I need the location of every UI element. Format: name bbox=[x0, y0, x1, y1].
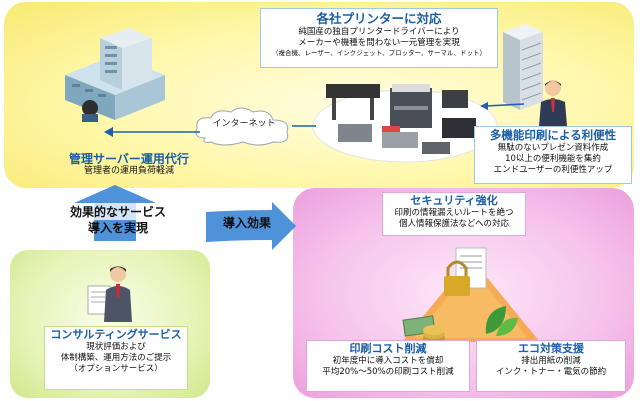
effective-service-line1: 効果的なサービス bbox=[44, 203, 192, 220]
intro-effect-label: 導入効果 bbox=[222, 216, 271, 230]
effective-service-line2: 導入を実現 bbox=[87, 221, 148, 235]
money-coins-icon bbox=[402, 315, 445, 343]
security-line: 印刷の情報漏えいルートを絶つ bbox=[394, 208, 514, 218]
consulting-title: コンサルティングサービス bbox=[50, 328, 182, 341]
eco-box: エコ対策支援 排出用紙の削減 インク・トナー・電気の節約 bbox=[476, 340, 626, 392]
printer-group-icon bbox=[312, 84, 498, 163]
consulting-line: 現状評価および bbox=[86, 342, 146, 352]
server-ops-title: 管理サーバー運用代行 bbox=[69, 152, 189, 166]
cost-title: 印刷コスト削減 bbox=[349, 342, 427, 355]
cloud-icon bbox=[195, 107, 289, 146]
connection-line-right bbox=[292, 125, 316, 127]
connection-arrow bbox=[104, 127, 200, 137]
consultant-icon bbox=[87, 266, 132, 322]
businessman-icon bbox=[539, 80, 567, 126]
printer-support-line: 純国産の独自プリンタードライバーにより bbox=[298, 27, 460, 37]
eco-title: エコ対策支援 bbox=[518, 342, 584, 355]
security-box: セキュリティ強化 印刷の情報漏えいルートを絶つ 個人情報保護法などへの対応 bbox=[382, 192, 526, 236]
office-building-icon bbox=[65, 28, 165, 122]
multifunction-line: 10以上の便利機能を集約 bbox=[505, 154, 601, 164]
cost-box: 印刷コスト削減 初年度中に導入コストを償却 平均20%～50%の印刷コスト削減 bbox=[306, 340, 470, 392]
consulting-line: 体制構築、運用方法のご提示 bbox=[60, 353, 172, 363]
cost-line: 平均20%～50%の印刷コスト削減 bbox=[322, 367, 454, 377]
security-line: 個人情報保護法などへの対応 bbox=[398, 219, 510, 229]
cost-line: 初年度中に導入コストを償却 bbox=[332, 356, 444, 366]
leaves-icon bbox=[485, 306, 518, 336]
multifunction-line: 無駄のないプレゼン資料作成 bbox=[497, 143, 609, 153]
server-tower-icon bbox=[503, 24, 543, 110]
printer-support-line: メーカーや機種を問わない一元管理を実現 bbox=[298, 38, 460, 48]
internet-label: インターネット bbox=[212, 119, 276, 129]
server-ops-sub: 管理者の運用負荷軽減 bbox=[83, 166, 174, 176]
printer-support-box: 各社プリンターに対応 純国産の独自プリンタードライバーにより メーカーや機種を問… bbox=[260, 8, 498, 68]
printer-support-title: 各社プリンターに対応 bbox=[316, 11, 442, 26]
right-arrow bbox=[206, 202, 296, 250]
eco-line: 排出用紙の削減 bbox=[521, 356, 581, 366]
multifunction-title: 多機能印刷による利便性 bbox=[489, 128, 617, 142]
consulting-box: コンサルティングサービス 現状評価および 体制構築、運用方法のご提示 （オプショ… bbox=[44, 326, 188, 390]
multifunction-box: 多機能印刷による利便性 無駄のないプレゼン資料作成 10以上の便利機能を集約 エ… bbox=[474, 126, 632, 184]
eco-line: インク・トナー・電気の節約 bbox=[495, 367, 607, 377]
lock-document-icon bbox=[444, 247, 487, 296]
multifunction-line: エンドユーザーの利便性アップ bbox=[493, 165, 613, 175]
consulting-line: （オプションサービス） bbox=[69, 364, 163, 374]
security-title: セキュリティ強化 bbox=[410, 194, 498, 207]
connection-line-server bbox=[480, 102, 525, 110]
printer-support-note: （複合機、レーザー、インクジェット、プロッター、サーマル、ドット） bbox=[271, 49, 487, 57]
